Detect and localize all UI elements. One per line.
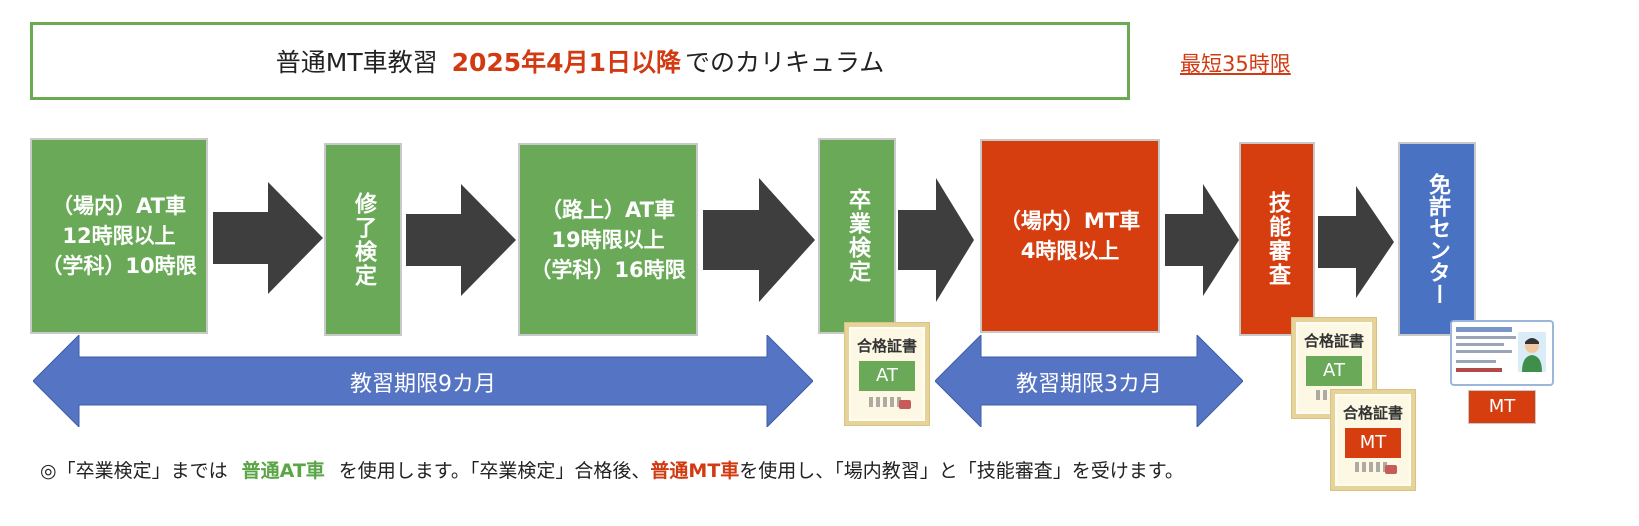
step-onsite-at: （場内）AT車 12時限以上 （学科）10時限 (30, 138, 208, 334)
footnote: ◎「卒業検定」までは普通AT車を使用します。「卒業検定」合格後、普通MT車を使用… (40, 456, 1184, 483)
right-arrow-icon (406, 184, 516, 296)
footnote-part1: ◎「卒業検定」までは (40, 460, 228, 482)
double-arrow-icon (33, 335, 813, 427)
license-type-tag: MT (1468, 390, 1536, 424)
step-line: （場内）MT車 (999, 209, 1141, 233)
certificate-seal (899, 400, 911, 409)
step-line: （路上）AT車 (541, 197, 675, 222)
certificate-icon: 合格証書 AT (845, 323, 929, 425)
step-line: （学科）10時限 (41, 254, 197, 278)
step-skill-review: 技能審査 (1239, 142, 1315, 336)
footnote-red: 普通MT車 (650, 460, 740, 482)
step-line: （学科）16時限 (530, 257, 686, 282)
footnote-part3: を使用し、「場内教習」と「技能審査」を受けます。 (739, 460, 1184, 482)
right-arrow-icon (1318, 186, 1394, 298)
double-arrow-icon (935, 335, 1243, 427)
footnote-part2: を使用します。「卒業検定」合格後、 (338, 460, 651, 482)
step-label: 修了検定 (351, 191, 376, 288)
certificate-type: MT (1345, 428, 1401, 458)
step-onsite-mt: （場内）MT車 4時限以上 (980, 139, 1160, 333)
certificate-text-lines (869, 397, 903, 407)
certificate-icon: 合格証書 MT (1331, 390, 1415, 490)
step-label: 技能審査 (1265, 191, 1290, 287)
step-label: 卒業検定 (845, 188, 870, 284)
step-label: 免許センター (1425, 173, 1450, 305)
right-arrow-icon (898, 178, 974, 302)
certificate-title: 合格証書 (1303, 332, 1364, 350)
certificate-title: 合格証書 (856, 337, 917, 355)
shortest-hours: 最短35時限 (1180, 52, 1291, 76)
certificate-title: 合格証書 (1342, 404, 1403, 422)
right-arrow-icon (703, 178, 815, 302)
step-road-at: （路上）AT車 19時限以上 （学科）16時限 (518, 143, 698, 336)
step-line: 12時限以上 (62, 224, 176, 248)
title-prefix: 普通MT車教習 (275, 48, 438, 77)
step-license-center: 免許センター (1398, 142, 1476, 336)
step-line: 4時限以上 (1020, 239, 1120, 263)
license-card-icon (1450, 320, 1554, 386)
right-arrow-icon (213, 182, 323, 294)
certificate-seal (1385, 465, 1397, 474)
period-label-9m: 教習期限9カ月 (350, 372, 496, 397)
title-box: 普通MT車教習 2025年4月1日以降 でのカリキュラム (30, 22, 1130, 100)
right-arrow-icon (1165, 184, 1239, 296)
step-graduation-exam: 卒業検定 (818, 138, 896, 334)
footnote-green: 普通AT車 (241, 460, 325, 482)
certificate-type: AT (859, 361, 915, 391)
title-highlight: 2025年4月1日以降 (451, 48, 681, 77)
certificate-text-lines (1355, 462, 1389, 472)
period-label-3m: 教習期限3カ月 (1016, 372, 1162, 397)
step-line: （場内）AT車 (52, 194, 186, 218)
step-completion-exam: 修了検定 (324, 143, 402, 336)
certificate-type: AT (1306, 356, 1362, 386)
step-line: 19時限以上 (551, 227, 665, 252)
title-suffix: でのカリキュラム (684, 48, 885, 77)
person-icon (1522, 338, 1542, 372)
